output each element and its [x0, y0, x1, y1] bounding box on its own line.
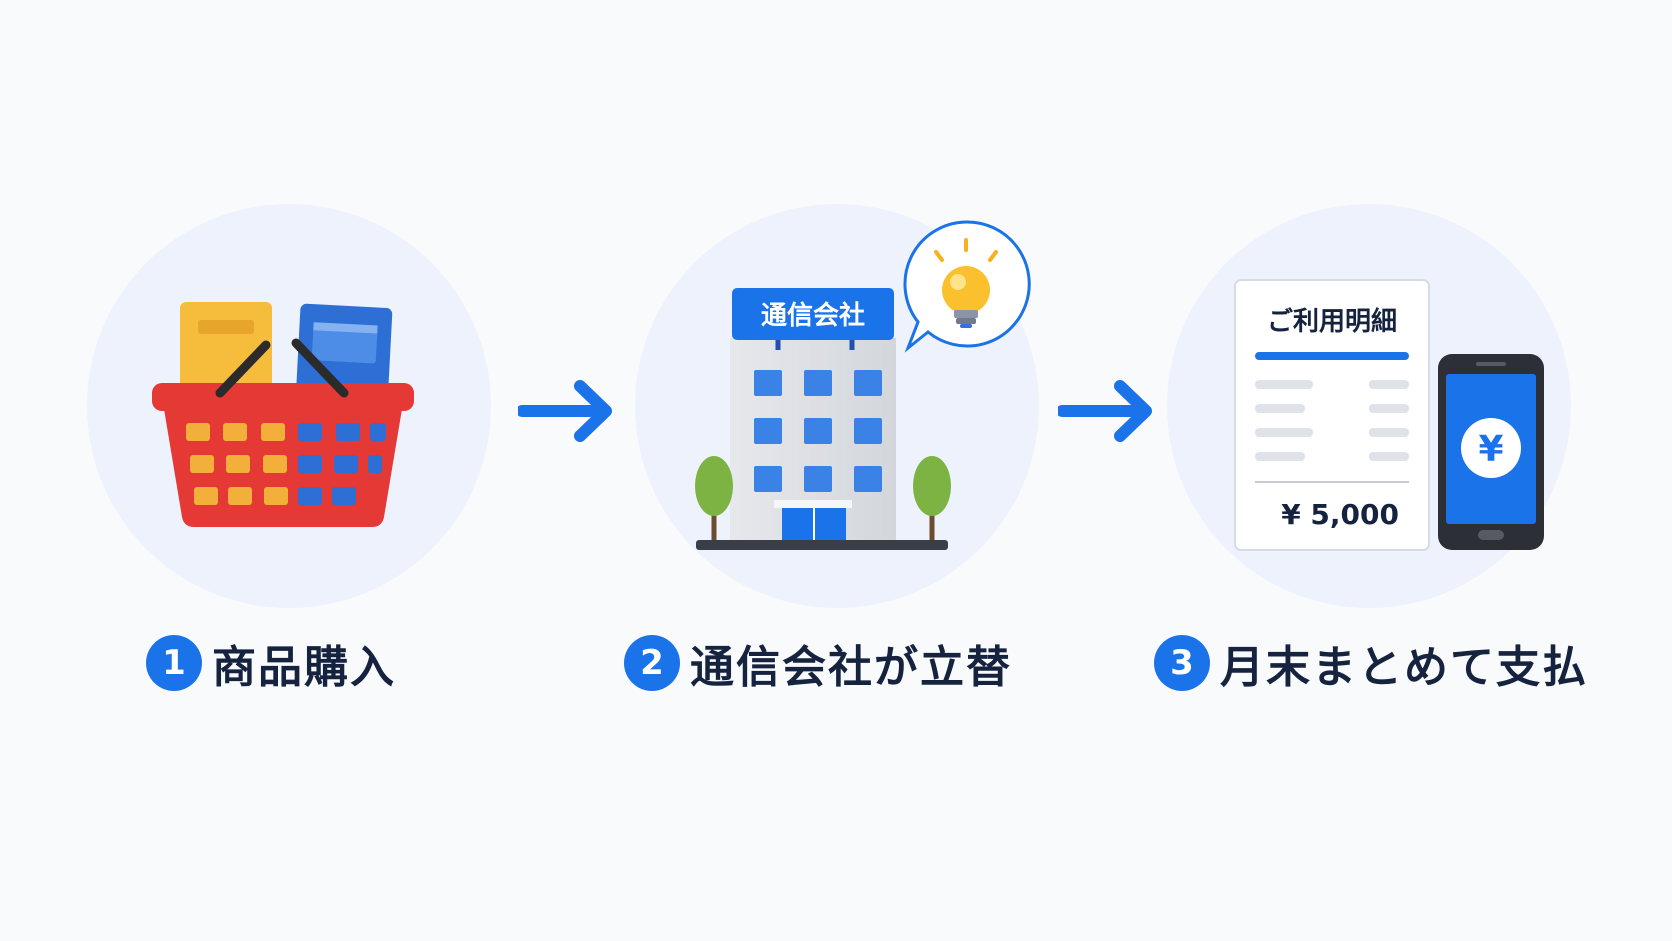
step-1-text: 商品購入 — [212, 642, 396, 693]
usage-statement-icon: ご利用明細 ¥ 5,000 — [1234, 279, 1430, 551]
right-arrow-icon — [518, 380, 612, 442]
statement-title: ご利用明細 — [1267, 306, 1397, 337]
step-3-text: 月末まとめて支払 — [1220, 642, 1588, 693]
step-2-number-badge: 2 — [624, 635, 680, 691]
shopping-basket-icon — [152, 302, 414, 527]
office-building-icon: 通信会社 — [695, 288, 951, 550]
step-3-number-badge: 3 — [1154, 635, 1210, 691]
yen-symbol: ¥ — [1478, 429, 1503, 470]
step-1-number-badge: 1 — [146, 635, 202, 691]
right-arrow-icon — [1058, 380, 1152, 442]
step-1-label: 1 商品購入 — [146, 628, 396, 698]
step-3-label: 3 月末まとめて支払 — [1154, 628, 1588, 698]
step-2-text: 通信会社が立替 — [690, 642, 1012, 693]
statement-total: ¥ 5,000 — [1281, 498, 1399, 531]
smartphone-icon: ¥ — [1438, 354, 1544, 550]
lightbulb-icon — [903, 220, 1031, 353]
building-sign-text: 通信会社 — [761, 300, 865, 331]
step-2-label: 2 通信会社が立替 — [624, 628, 1012, 698]
